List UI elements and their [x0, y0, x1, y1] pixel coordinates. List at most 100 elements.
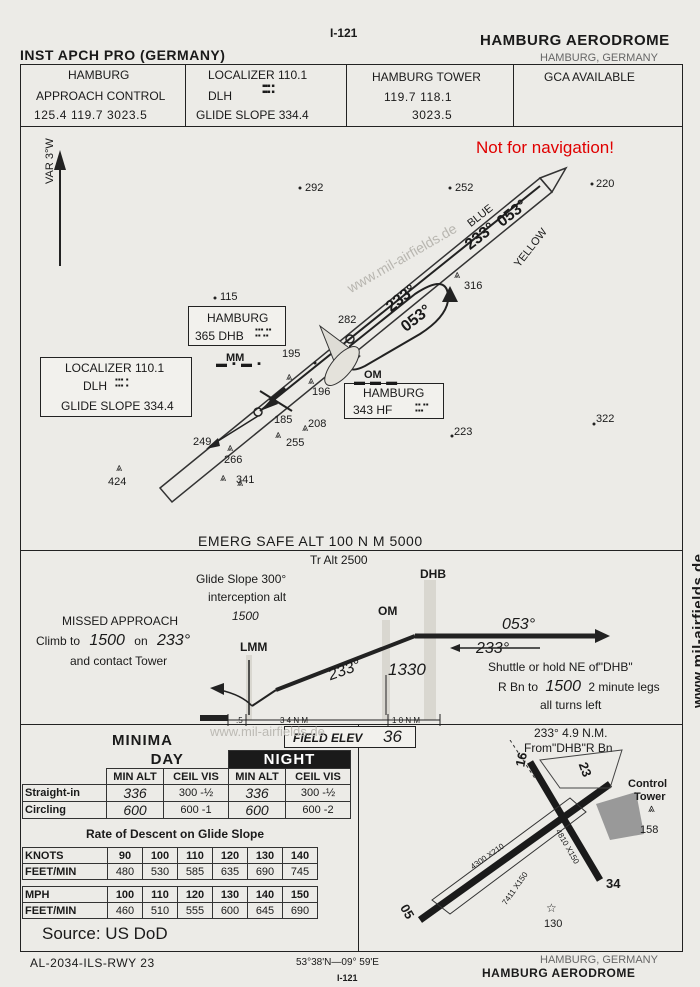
- row-straight-in: Straight-in: [22, 784, 107, 802]
- mph-cell: 140: [247, 886, 283, 903]
- transition-altitude: Tr Alt 2500: [310, 553, 368, 567]
- svg-text:☆: ☆: [546, 901, 557, 915]
- runway-16-34: [526, 760, 604, 882]
- gs-note-1: Glide Slope 300°: [196, 572, 287, 586]
- middle-marker-label: MM: [226, 352, 245, 364]
- distance-1-0: 1 0 N M: [392, 716, 421, 725]
- ils-localizer: LOCALIZER 110.1: [208, 68, 308, 82]
- dhb-name: HAMBURG: [207, 311, 269, 325]
- approach-line2: APPROACH CONTROL: [36, 89, 166, 103]
- morse-icon: ▪▪▪ ▪▪▪▪ ▪▪: [255, 325, 272, 340]
- outer-marker-label: OM: [364, 369, 382, 381]
- missed-approach-arrowhead: [206, 438, 220, 449]
- comm-sep-2: [346, 64, 347, 126]
- om-morse-icon: ▬ ▬ ▬: [354, 376, 399, 388]
- comm-sep-1: [185, 64, 186, 126]
- fpm-cell: 460: [107, 902, 143, 919]
- elevation-252: 252: [455, 182, 474, 194]
- aerodrome-title: HAMBURG AERODROME: [480, 32, 670, 49]
- control-tower-label-2: Tower: [634, 791, 666, 803]
- minima-sep: [358, 724, 359, 952]
- ils-glideslope: GLIDE SLOPE 334.4: [196, 108, 309, 122]
- hf-beacon-box: HAMBURG 343 HF ▪▪ ▪▪▪▪▪: [344, 383, 444, 419]
- runway-05-23: [417, 781, 613, 923]
- field-elev-value: 36: [383, 727, 402, 746]
- morse-icon: ▪▪▪ ▪▪▪▪ ▪: [262, 81, 275, 98]
- fpm-cell: 530: [142, 863, 178, 880]
- loc-box-freq: LOCALIZER 110.1: [65, 361, 165, 375]
- fpm-cell: 600: [212, 902, 248, 919]
- knots-cell: 140: [282, 847, 318, 864]
- knots-cell: 110: [177, 847, 213, 864]
- mph-cell: 100: [107, 886, 143, 903]
- elevation-255: 255: [286, 437, 305, 449]
- circling-day-alt: 600: [106, 801, 164, 819]
- airport-distance-1: 233° 4.9 N.M.: [534, 726, 608, 740]
- airport-runway-cross: [259, 390, 293, 412]
- om-band: [382, 620, 390, 720]
- mph-label: MPH: [22, 886, 108, 903]
- knots-cell: 120: [212, 847, 248, 864]
- airport-distance-2: From"DHB"R Bn: [524, 741, 613, 755]
- shuttle-altitude: 1500: [545, 678, 581, 695]
- outbound-arrowhead: [595, 629, 610, 643]
- runway-bar: [200, 715, 228, 721]
- inbound-track: [259, 185, 541, 412]
- runway-16-label: 16: [512, 750, 531, 769]
- chart-code: AL-2034-ILS-RWY 23: [30, 956, 155, 970]
- fpm-cell: 645: [247, 902, 283, 919]
- circling-day-cv: 600 -1: [163, 801, 229, 819]
- gs-note-3: 1500: [232, 609, 259, 623]
- parallel-taxiway: [431, 797, 587, 915]
- profile-course-233: 233°: [476, 640, 510, 657]
- minima-divider: [20, 724, 683, 725]
- circling-night-alt: 600: [228, 801, 286, 819]
- ils-ident: DLH: [208, 89, 233, 103]
- row-circling: Circling: [22, 801, 107, 819]
- climb-altitude: 1500: [89, 632, 125, 649]
- fpm-cell: 690: [247, 863, 283, 880]
- straight-night-cv: 300 -½: [285, 784, 351, 802]
- shuttle-text-c: 2 minute legs: [588, 680, 660, 694]
- tower-elevation: 158: [640, 824, 659, 836]
- side-watermark: www.mil-airfields.de: [690, 553, 700, 708]
- footer-chart-number: I-121: [337, 973, 358, 983]
- beacon-elevation: 130: [544, 918, 563, 930]
- elevation-196: 196: [312, 386, 331, 398]
- elevation-424: 424: [108, 476, 127, 488]
- svg-text:⩓: ⩓: [237, 477, 244, 489]
- elevation-249: 249: [193, 436, 212, 448]
- straight-night-alt: 336: [228, 784, 286, 802]
- course-band-cross: [539, 177, 553, 193]
- inbound-arrow-head: [450, 644, 460, 652]
- control-tower-label-1: Control: [628, 778, 668, 790]
- loc-box-ident: DLH: [83, 379, 108, 393]
- minima-title: MINIMA: [112, 732, 173, 749]
- night-header: NIGHT: [228, 750, 351, 769]
- missed-approach-climb: Climb to 1500 on 233°: [36, 632, 190, 650]
- field-elev-label: FIELD ELEV: [293, 731, 363, 745]
- knots-cell: 90: [107, 847, 143, 864]
- profile-om-label: OM: [378, 604, 398, 618]
- svg-text:⩓: ⩓: [648, 801, 655, 815]
- fpm-cell: 690: [282, 902, 318, 919]
- tower-freqs1: 119.7 118.1: [384, 90, 453, 104]
- watermark-minima: www.mil-airfields.de: [210, 724, 325, 739]
- mph-cell: 120: [177, 886, 213, 903]
- emergency-safe-altitude: EMERG SAFE ALT 100 N M 5000: [198, 533, 423, 549]
- localizer-box: LOCALIZER 110.1 DLH ▪▪▪ ▪▪▪▪ ▪ GLIDE SLO…: [40, 357, 192, 417]
- climb-heading: 233°: [157, 632, 191, 649]
- climb-text: Climb to: [36, 634, 81, 648]
- fpm-cell: 510: [142, 902, 178, 919]
- dhb-band: [424, 580, 436, 720]
- elevation-185: 185: [274, 414, 293, 426]
- shuttle-note-3: all turns left: [540, 698, 602, 712]
- plan-view-graphic: ⩓ ⩓ ⩓ ⩓ ⩓ ⩓ ⩓ ⩓ ⩓: [54, 150, 596, 504]
- elevation-266: 266: [224, 454, 243, 466]
- apron-outline: [539, 749, 623, 789]
- profile-lmm-label: LMM: [240, 640, 268, 654]
- apron: [596, 792, 644, 840]
- fpm-label: FEET/MIN: [22, 902, 108, 919]
- svg-text:⩓: ⩓: [302, 422, 309, 434]
- procedure-title: INST APCH PRO (GERMANY): [20, 47, 226, 63]
